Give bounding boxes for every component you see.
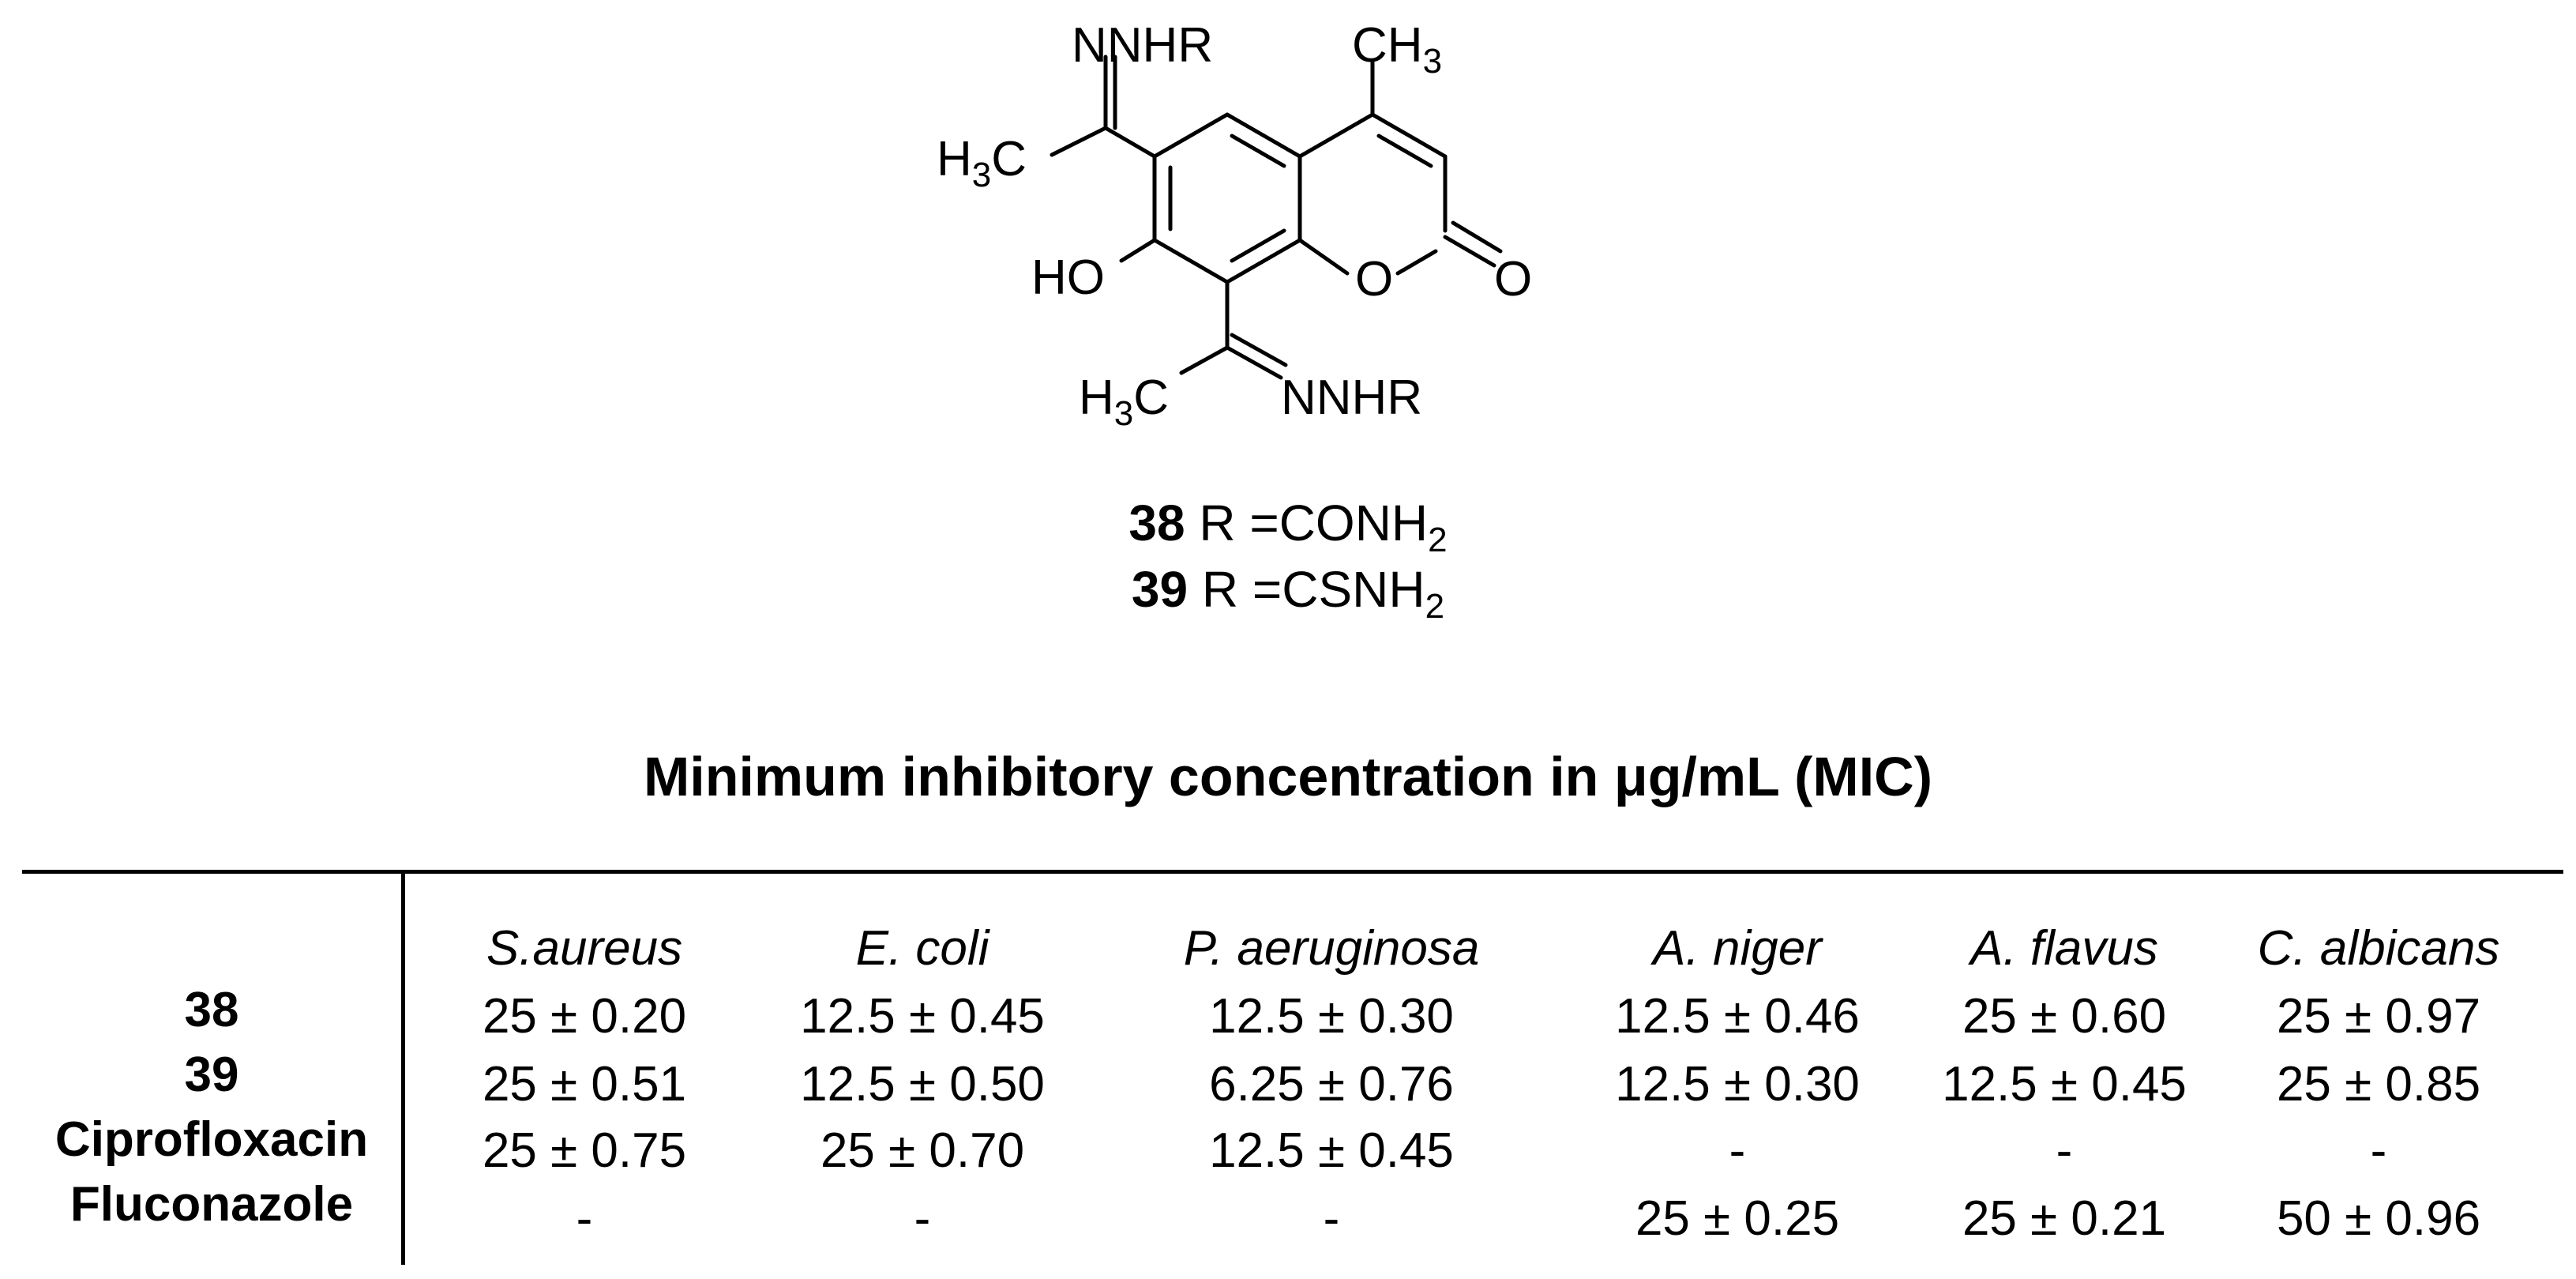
table-cell: - — [1729, 1123, 1746, 1178]
chemical-structure: NNHR CH3 H3C HO O O H3C NNHR — [937, 18, 1532, 433]
table-cell: 25 ± 0.25 — [1635, 1191, 1840, 1246]
bottom-nnhr-label: NNHR — [1281, 371, 1422, 425]
compound-caption-39: 39 R =CSNH2 — [0, 564, 2576, 624]
top-nnhr-label: NNHR — [1072, 18, 1213, 73]
methyl-top-sub: 3 — [1423, 42, 1442, 81]
methyl-bottom-sub: 3 — [1114, 394, 1133, 433]
table-cell: - — [2056, 1123, 2073, 1178]
methyl-left-c: C — [991, 132, 1027, 186]
table-cell: 6.25 ± 0.76 — [1209, 1057, 1454, 1112]
table-cell: - — [576, 1191, 593, 1246]
table-cell: 25 ± 0.20 — [482, 989, 687, 1044]
compound-r-group: R =CSNH — [1188, 561, 1425, 618]
table-cell: 25 ± 0.85 — [2276, 1057, 2481, 1112]
compound-caption-38: 38 R =CONH2 — [0, 498, 2576, 558]
table-cell: 12.5 ± 0.30 — [1209, 989, 1454, 1044]
table-title: Minimum inhibitory concentration in μg/m… — [643, 746, 1933, 807]
table-cell: 12.5 ± 0.46 — [1615, 989, 1860, 1044]
row-label-38: 38 — [184, 983, 239, 1037]
carbonyl-oxygen-label: O — [1494, 252, 1532, 307]
column-header-c-albicans: C. albicans — [2257, 921, 2500, 976]
row-label-fluconazole: Fluconazole — [69, 1177, 354, 1232]
table-cell: - — [2370, 1123, 2387, 1178]
column-header-e-coli: E. coli — [855, 921, 989, 976]
table-cell: - — [1323, 1191, 1340, 1246]
methyl-bottom-h: H — [1079, 371, 1114, 425]
compound-r-group: R =CONH — [1185, 495, 1429, 551]
structure-bonds — [1050, 55, 1503, 380]
table-cell: 25 ± 0.60 — [1962, 989, 2167, 1044]
column-header-a-niger: A. niger — [1653, 921, 1822, 976]
hydroxyl-label: HO — [1031, 250, 1105, 305]
row-label-ciprofloxacin: Ciprofloxacin — [54, 1112, 369, 1167]
compound-number: 39 — [1131, 561, 1188, 618]
table-top-rule — [22, 870, 2563, 874]
table-vertical-rule — [401, 870, 405, 1265]
table-cell: 25 ± 0.75 — [482, 1123, 687, 1178]
table-cell: 12.5 ± 0.30 — [1615, 1057, 1860, 1112]
table-cell: 12.5 ± 0.45 — [1209, 1123, 1454, 1178]
compound-number: 38 — [1128, 495, 1185, 551]
column-header-a-flavus: A. flavus — [1970, 921, 2158, 976]
table-cell: 50 ± 0.96 — [2276, 1191, 2481, 1246]
methyl-left-h: H — [937, 132, 972, 186]
methyl-left-label: H3C — [937, 132, 1027, 194]
compound-r-sub: 2 — [1425, 586, 1445, 626]
table-cell: 25 ± 0.21 — [1962, 1191, 2167, 1246]
methyl-bottom-c: C — [1133, 371, 1169, 425]
table-cell: 12.5 ± 0.45 — [800, 989, 1045, 1044]
table-cell: 25 ± 0.51 — [482, 1057, 687, 1112]
table-cell: 12.5 ± 0.50 — [800, 1057, 1045, 1112]
column-header-p-aeruginosa: P. aeruginosa — [1183, 921, 1480, 976]
methyl-bottom-label: H3C — [1079, 371, 1169, 433]
column-header-s-aureus: S.aureus — [486, 921, 683, 976]
methyl-top-c: CH — [1352, 18, 1423, 73]
table-cell: 12.5 ± 0.45 — [1942, 1057, 2187, 1112]
methyl-left-sub: 3 — [972, 156, 991, 194]
methyl-top-label: CH3 — [1352, 18, 1442, 81]
ring-oxygen-label: O — [1355, 252, 1393, 307]
table-cell: 25 ± 0.97 — [2276, 989, 2481, 1044]
table-cell: - — [914, 1191, 931, 1246]
row-label-39: 39 — [184, 1048, 239, 1102]
table-cell: 25 ± 0.70 — [820, 1123, 1025, 1178]
compound-r-sub: 2 — [1428, 520, 1448, 559]
